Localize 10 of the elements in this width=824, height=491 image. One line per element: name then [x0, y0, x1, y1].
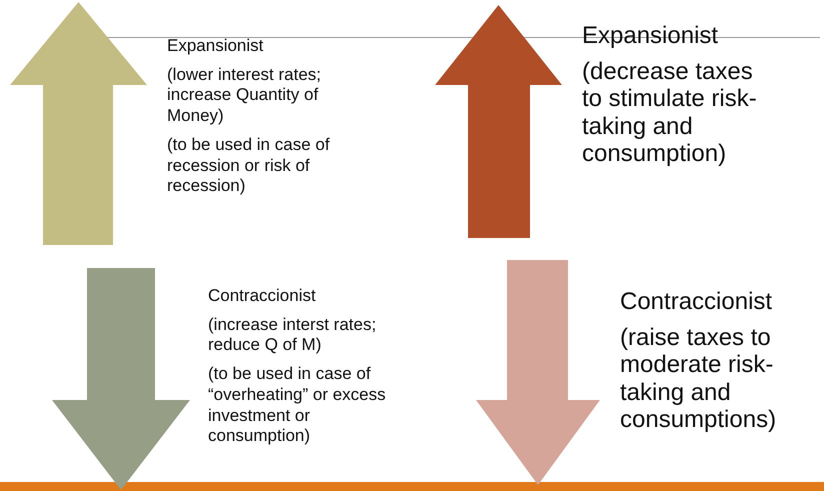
heading: Contraccionist: [620, 288, 774, 316]
description-text: (raise taxes to moderate risk-taking and consumptions): [620, 324, 778, 434]
description-text: (decrease taxes to stimulate risk-taking and consumption): [582, 58, 758, 168]
description-text: (lower interest rates; increase Quantity of Money): [167, 64, 322, 127]
description-text: (to be used in case of “overheating” or excess investment or consumption): [208, 364, 387, 448]
heading: Expansionist: [582, 22, 720, 50]
description-text: (increase interst rates; reduce Q of M): [208, 314, 378, 356]
description-text: (to be used in case of recession or risk of recession): [167, 134, 331, 198]
heading: Contraccionist: [208, 286, 317, 307]
heading: Expansionist: [167, 36, 264, 57]
